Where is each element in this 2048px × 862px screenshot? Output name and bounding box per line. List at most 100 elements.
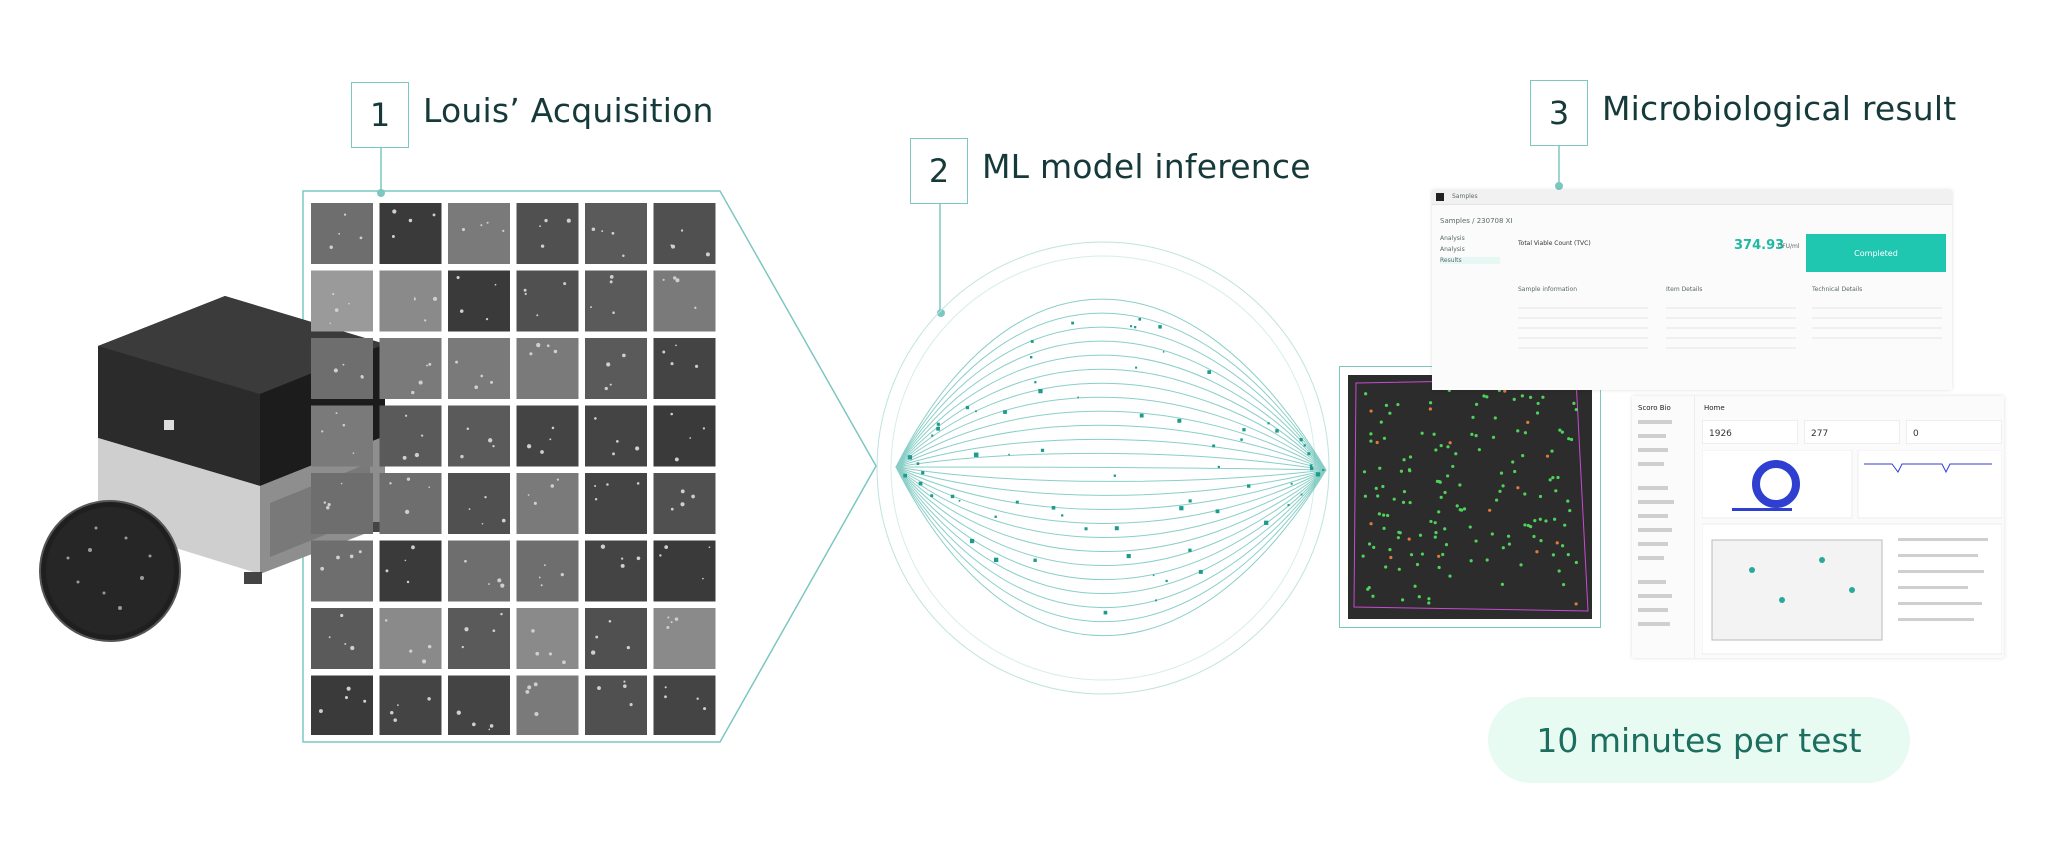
tile-particle [468,508,471,511]
acquisition-tile [311,203,373,264]
tile-particle [600,544,606,549]
detected-colony [1369,522,1373,526]
detected-colony [1503,389,1507,393]
tile-particle [594,497,598,501]
acquisition-tile [448,608,510,669]
detected-colony [1374,486,1378,490]
sidebar-item-active[interactable]: Results [1440,257,1500,264]
tile-particle [612,452,615,456]
detected-colony [1386,513,1390,518]
detected-colony [1469,559,1473,563]
detection-image-frame [1339,366,1601,628]
detected-colony [1428,401,1433,405]
network-node [1188,548,1192,552]
network-edge [895,312,1327,471]
detected-colony [1560,430,1564,434]
network-edge [895,354,1327,471]
detected-colony [1535,550,1539,554]
kpi-card: 1926 [1702,420,1798,444]
network-node [1290,482,1293,485]
network-node [1138,317,1142,321]
detected-colony [1384,403,1389,408]
detected-colony [1362,470,1367,474]
acquisition-tile [516,270,579,332]
tile-particle [546,344,550,348]
network-node [918,481,923,486]
detected-colony [1402,490,1407,494]
tile-particle [456,710,461,715]
tile-particle [340,613,344,618]
detected-colony [1435,479,1440,483]
network-edge [895,466,1327,496]
detected-colony [1366,587,1370,591]
tile-particle [590,650,596,655]
tile-particle [664,686,667,689]
detected-colony [1474,539,1478,543]
tile-particle [494,283,497,286]
tile-particle [481,522,484,525]
tile-particle [702,427,706,430]
detected-colony [1379,420,1383,424]
tile-particle [342,363,345,366]
tile-particle [427,697,431,701]
tile-particle [674,617,679,621]
network-node [1322,468,1325,472]
detected-colony [1474,433,1478,438]
tile-particle [694,306,697,309]
tile-particle [566,218,571,223]
tile-particle [334,308,339,312]
ml-inference-network [895,298,1327,636]
tile-particle [635,446,640,451]
tile-particle [455,360,459,364]
network-node [921,471,925,475]
network-node [950,494,955,499]
detected-colony [1548,478,1552,482]
tile-particle [702,577,704,580]
detected-colony [1382,513,1386,517]
network-edge [895,410,1327,471]
tile-particle [333,368,338,373]
acquisition-tile [516,203,579,264]
network-node [1130,325,1133,328]
detected-colony [1574,560,1578,565]
detected-colony [1378,466,1382,470]
detail-rows [1518,307,1942,349]
detected-colony [1437,554,1441,558]
acquisition-tile [585,675,647,737]
detected-colony [1572,401,1576,405]
tile-particle [320,566,325,571]
network-node [1179,506,1184,511]
detected-colony [1550,449,1554,453]
acquisition-tile [653,675,716,737]
sidebar-item[interactable]: Analysis [1440,235,1465,242]
tile-particle [418,380,423,385]
detected-colony [1364,392,1368,396]
network-node [1051,505,1056,510]
tile-particle [695,364,699,368]
tile-particle [553,349,558,354]
network-node [1247,484,1251,488]
acquisition-tile [448,203,510,264]
sidebar-item[interactable]: Analysis [1440,246,1465,253]
tile-particle [397,704,399,707]
detected-colony [1544,519,1548,523]
detected-colony [1567,437,1571,441]
detected-colony [1418,533,1423,537]
tile-particle [352,452,355,455]
tile-particle [705,252,710,257]
sample-tab[interactable]: Samples [1452,193,1478,200]
detected-colony [1444,543,1449,547]
tile-particle [484,495,487,499]
network-edge [895,340,1327,471]
detected-colony [1566,553,1570,557]
sample-sidebar: Analysis Analysis Results [1440,235,1500,264]
tile-particle [428,362,432,366]
tile-particle [563,282,567,286]
tile-particle [594,485,597,488]
network-node [1040,448,1045,452]
tile-particle [675,344,677,347]
sample-panel-header: Samples [1432,190,1952,205]
tile-particle [595,635,599,639]
tile-particle [359,236,363,240]
detected-colony [1427,597,1431,601]
